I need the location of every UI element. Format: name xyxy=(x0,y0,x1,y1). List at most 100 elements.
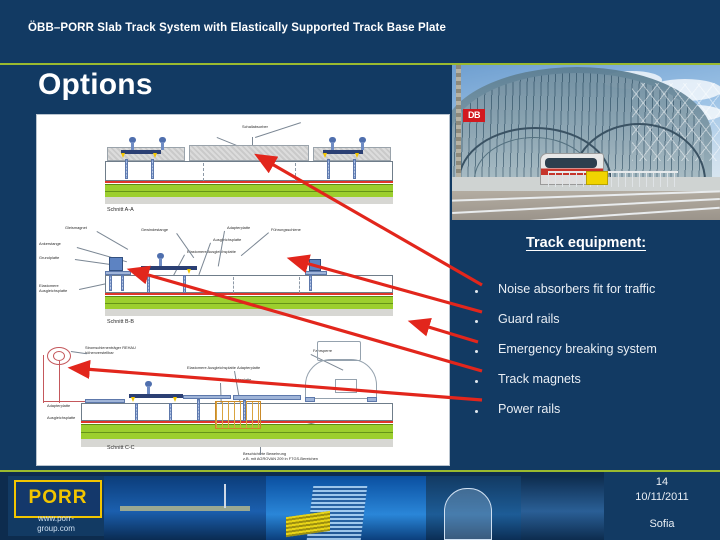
track-magnet xyxy=(109,257,123,271)
list-item-label: Track magnets xyxy=(498,372,581,386)
revolving-door-shape xyxy=(444,488,492,540)
footer-photo-bridge xyxy=(104,476,266,540)
concrete-slab xyxy=(105,296,393,310)
presentation-date: 10/11/2011 xyxy=(635,491,689,503)
list-item-label: Guard rails xyxy=(498,312,560,326)
list-item: Guard rails xyxy=(452,309,720,339)
section-c-c: Stromschienenträger REHAU höhenverstellb… xyxy=(37,341,449,465)
label-adapterplatte: Adapterplatte xyxy=(47,403,71,408)
porr-logo[interactable]: PORR www.porr- group.com xyxy=(8,476,104,536)
bracket-stem xyxy=(43,355,44,403)
mounting-foot xyxy=(305,397,315,402)
bridge-shape xyxy=(120,484,250,511)
subgrade xyxy=(105,309,393,316)
list-item: Emergency breaking system xyxy=(452,339,720,369)
compensation-plate xyxy=(183,395,231,399)
adapter-plate xyxy=(85,399,125,403)
label-ausgleichsplatte: Ausgleichsplatte xyxy=(47,415,76,420)
section-a-a: Schallabsorber xyxy=(37,115,449,215)
label-beschichtete-bewehrung: Beschichtete Bewehrung z.B. mit AGROVAN … xyxy=(243,451,318,462)
label-elastomere-ausgleichsplatte: Elastomere Ausgleichsplatte xyxy=(39,283,68,294)
list-item: Track magnets xyxy=(452,369,720,399)
footer-image-strip xyxy=(104,476,604,540)
leader-line xyxy=(240,232,269,257)
list-item: Power rails xyxy=(452,399,720,429)
anchor-rod xyxy=(243,400,246,421)
joint-line xyxy=(299,277,300,293)
list-item: Noise absorbers fit for traffic xyxy=(452,279,720,309)
porr-logo-text: PORR xyxy=(28,487,88,508)
leader-line xyxy=(198,242,211,275)
label-grundplatte: Grundplatte xyxy=(39,255,60,260)
anchor-rod xyxy=(309,275,312,291)
elastomer-layer xyxy=(105,293,393,295)
label-gewindestange: Gewindestange xyxy=(141,227,169,232)
anchor-rod xyxy=(121,275,124,291)
joint-line xyxy=(203,163,204,181)
noise-absorber xyxy=(189,145,309,161)
footer-divider xyxy=(0,470,720,472)
label-ausgleichsplatte: Ausgleichsplatte xyxy=(223,377,252,382)
anchor-rod xyxy=(197,399,200,421)
joint-line xyxy=(233,277,234,293)
label-ausgleichsplatte: Ausgleichsplatte xyxy=(213,237,242,242)
caption-schnitt-aa: Schnitt A-A xyxy=(107,207,134,213)
db-logo-icon: DB xyxy=(463,109,485,122)
bullet-icon xyxy=(475,320,478,323)
footer-photo-entrance xyxy=(426,476,521,540)
guard-rail xyxy=(309,259,321,271)
catenary-mast xyxy=(456,65,461,177)
anchor-rod xyxy=(109,275,112,291)
page-title: Options xyxy=(38,68,153,101)
label-elastomere-ausgleichsplatte: Elastomere Ausgleichsplatte xyxy=(187,365,236,370)
label-gleismagnet: Gleismagnet xyxy=(65,225,87,230)
leader-line xyxy=(96,231,129,250)
list-item-label: Noise absorbers fit for traffic xyxy=(498,282,656,296)
label-adapterplatte: Adapterplatte xyxy=(227,225,251,230)
caption-schnitt-cc: Schnitt C-C xyxy=(107,445,135,451)
label-adapterplatte: Adapterplatte xyxy=(237,365,261,370)
footer-meta: 14 10/11/2011 Sofia xyxy=(604,472,720,540)
label-elastomere-ausgleichsplatte: Elastomere Ausgleichsplatte xyxy=(187,249,236,254)
label-ankerstange: Ankerstange xyxy=(39,241,61,246)
section-b-b: Gleismagnet Ankerstange Grundplatte Elas… xyxy=(37,223,449,333)
track-equipment-panel: Track equipment: Noise absorbers fit for… xyxy=(452,221,720,466)
label-schallabsorber: Schallabsorber xyxy=(242,124,268,129)
subgrade xyxy=(81,439,393,447)
track-base-plate xyxy=(105,161,393,181)
train-stop-panel xyxy=(335,379,357,393)
slide-header: ÖBB–PORR Slab Track System with Elastica… xyxy=(0,0,720,63)
footer-photo-building xyxy=(521,476,604,540)
label-stromschienentraeger: Stromschienenträger REHAU höhenverstellb… xyxy=(85,345,136,356)
header-divider xyxy=(0,63,720,65)
bullet-icon xyxy=(475,350,478,353)
joint-line xyxy=(295,163,296,181)
technical-drawing-panel: Schallabsorber xyxy=(36,114,450,466)
platform-fence xyxy=(548,171,678,187)
bullet-icon xyxy=(475,410,478,413)
porr-logo-badge: PORR xyxy=(14,480,102,518)
coated-reinforcement xyxy=(215,401,261,429)
bullet-icon xyxy=(475,380,478,383)
bracket-stem xyxy=(59,361,60,403)
page-number: 14 xyxy=(655,476,669,488)
third-rail-support xyxy=(53,351,65,361)
presentation-title: ÖBB–PORR Slab Track System with Elastica… xyxy=(28,22,446,34)
bullet-icon xyxy=(475,290,478,293)
track-equipment-list: Noise absorbers fit for traffic Guard ra… xyxy=(452,279,720,429)
presentation-city: Sofia xyxy=(649,518,675,530)
list-item-label: Power rails xyxy=(498,402,561,416)
porr-url[interactable]: www.porr- group.com xyxy=(37,514,75,533)
elastomer-layer xyxy=(105,181,393,183)
mounting-foot xyxy=(367,397,377,402)
track-equipment-heading: Track equipment: xyxy=(525,235,647,251)
footer-photo-tower xyxy=(266,476,426,540)
slide-footer: PORR www.porr- group.com 14 10/11/2011 S… xyxy=(0,472,720,540)
caption-schnitt-bb: Schnitt B-B xyxy=(107,319,134,325)
label-fuehrungsschiene: Führungsschiene xyxy=(271,227,301,232)
list-item-label: Emergency breaking system xyxy=(498,342,657,356)
berlin-hauptbahnhof-photo: DB xyxy=(452,65,720,220)
concrete-slab xyxy=(105,184,393,198)
train-stop-device xyxy=(317,341,361,361)
